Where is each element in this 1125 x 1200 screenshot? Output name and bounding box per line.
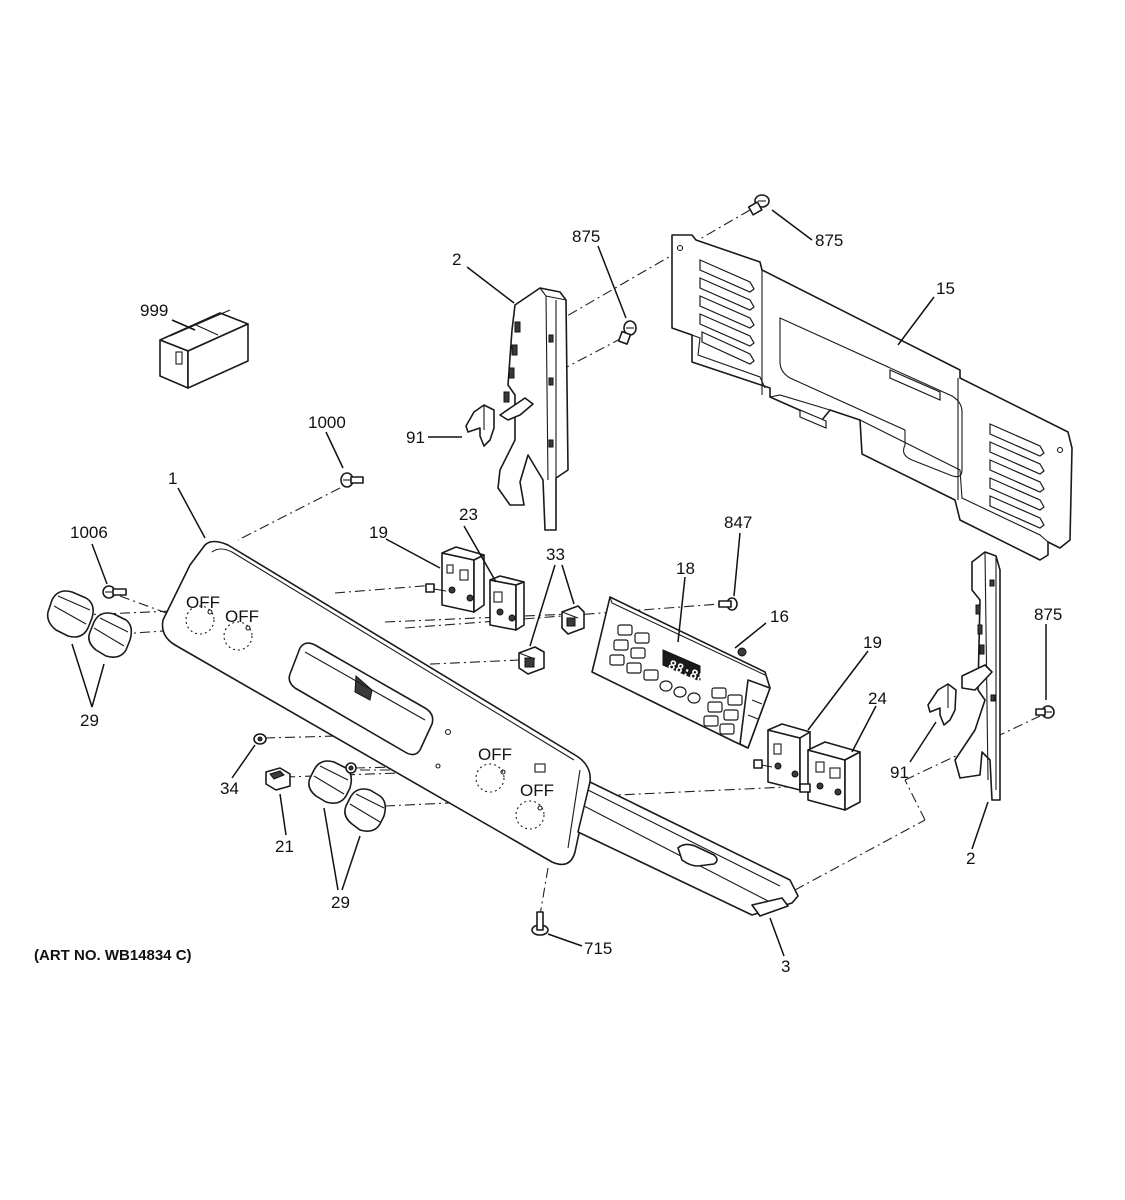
callout-19-left: 19 (369, 523, 388, 542)
svg-text:OFF: OFF (520, 781, 554, 800)
svg-text:OFF: OFF (225, 607, 259, 626)
callout-1000: 1000 (308, 413, 346, 432)
right-louvers (989, 423, 1045, 529)
callout-labels: 999 1000 1006 1 2 875 875 15 91 19 23 33… (70, 227, 1062, 976)
callout-91-right: 91 (890, 763, 909, 782)
screw-847 (718, 597, 738, 611)
callout-715: 715 (584, 939, 612, 958)
lamp-33-lower (518, 646, 545, 675)
callout-875-right: 875 (1034, 605, 1062, 624)
switch-24 (799, 741, 861, 811)
callout-3: 3 (781, 957, 790, 976)
spring-34 (253, 733, 267, 745)
knob-29-lower-top (308, 760, 353, 804)
callout-875-top: 875 (572, 227, 600, 246)
callout-1: 1 (168, 469, 177, 488)
callout-23: 23 (459, 505, 478, 524)
callout-1006: 1006 (70, 523, 108, 542)
callout-91-left: 91 (406, 428, 425, 447)
screw-875-bracket (617, 320, 637, 345)
callout-875-panel: 875 (815, 231, 843, 250)
knob-29-left-bottom (88, 612, 133, 658)
lamp-33-upper (561, 605, 585, 635)
clip-91-left (465, 404, 495, 447)
dial-markings-left: OFF OFF (185, 593, 259, 651)
dial-markings-right: OFF OFF (475, 745, 554, 830)
svg-text:OFF: OFF (478, 745, 512, 764)
callout-34: 34 (220, 779, 239, 798)
side-bracket-2-left (497, 287, 569, 531)
callout-18: 18 (676, 559, 695, 578)
rocker-switch-21 (265, 767, 291, 791)
art-number: (ART NO. WB14834 C) (34, 947, 192, 964)
callout-2-top: 2 (452, 250, 461, 269)
infinite-switch-19-left (425, 546, 485, 613)
screw-715 (531, 911, 549, 936)
back-panel-15 (671, 234, 1073, 561)
clip-91-right (927, 683, 957, 726)
infinite-switch-19-right (753, 723, 811, 791)
control-panel-1: OFF OFF OFF OFF (161, 540, 592, 866)
svg-text:OFF: OFF (186, 593, 220, 612)
left-louvers (699, 259, 755, 365)
grommet-34b (345, 762, 357, 774)
screw-875-top (747, 194, 770, 216)
callout-29-lower: 29 (331, 893, 350, 912)
trim-strip-3 (577, 781, 799, 917)
screw-875-right (1035, 705, 1055, 719)
screw-1006 (102, 585, 127, 599)
callout-24: 24 (868, 689, 887, 708)
callout-33: 33 (546, 545, 565, 564)
callout-847: 847 (724, 513, 752, 532)
knob-29-left-top (46, 590, 94, 638)
literature-box-999 (159, 309, 249, 389)
screw-1000 (340, 472, 364, 488)
callout-15: 15 (936, 279, 955, 298)
leader-lines (71, 209, 1047, 957)
callout-16: 16 (770, 607, 789, 626)
callout-21: 21 (275, 837, 294, 856)
switch-23 (489, 575, 525, 631)
control-board-16: 88:88 (591, 596, 771, 749)
callout-29-left: 29 (80, 711, 99, 730)
side-bracket-2-right (954, 551, 1001, 801)
callout-2-right: 2 (966, 849, 975, 868)
callout-999: 999 (140, 301, 168, 320)
callout-19-right: 19 (863, 633, 882, 652)
knob-29-lower-bottom (344, 788, 387, 832)
